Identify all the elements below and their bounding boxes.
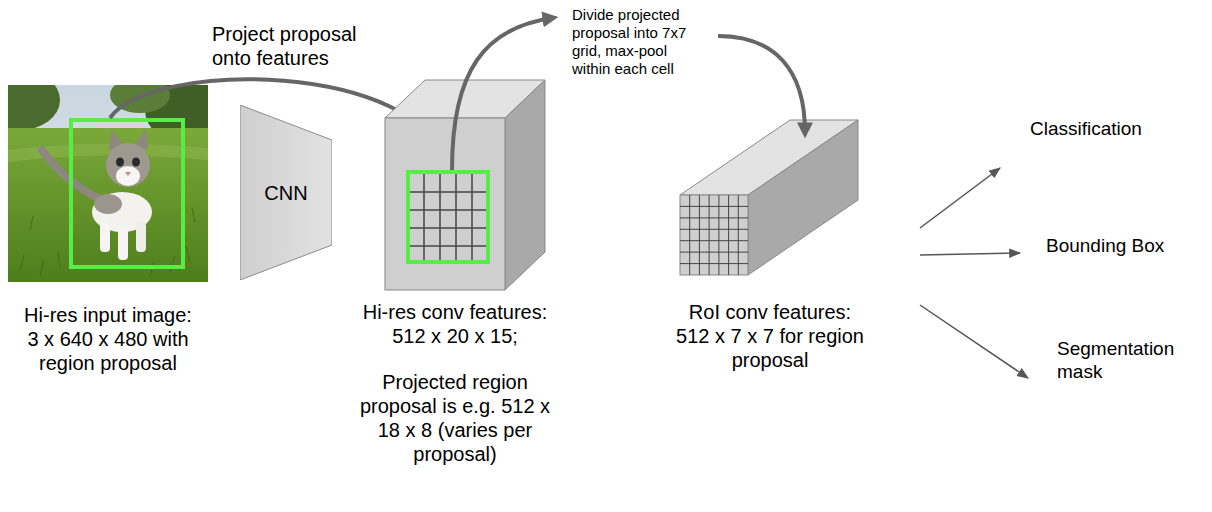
step-note: Divide projected proposal into 7x7 grid,… [572, 6, 704, 78]
output-arrows [920, 168, 1028, 378]
divide-arrow [452, 18, 552, 170]
cat-photo [8, 85, 208, 282]
stage-caption: RoI conv features: 512 x 7 x 7 for regio… [675, 300, 865, 372]
roi-cube [680, 120, 858, 275]
stage-caption: Hi-res input image: 3 x 640 x 480 with r… [18, 303, 198, 375]
output-label: Classification [1030, 118, 1200, 141]
pool-arrow [718, 36, 805, 132]
cnn-block: CNN [240, 105, 332, 280]
block-label: CNN [264, 181, 307, 205]
feature-cube [385, 80, 545, 290]
output-label: Bounding Box [1046, 235, 1206, 258]
stage-caption: Hi-res conv features: 512 x 20 x 15; [355, 300, 555, 348]
stage-caption: Projected region proposal is e.g. 512 x … [355, 370, 555, 466]
output-label: Segmentation mask [1057, 338, 1183, 384]
step-note: Project proposal onto features [212, 22, 387, 70]
region-proposal-box [71, 120, 183, 267]
